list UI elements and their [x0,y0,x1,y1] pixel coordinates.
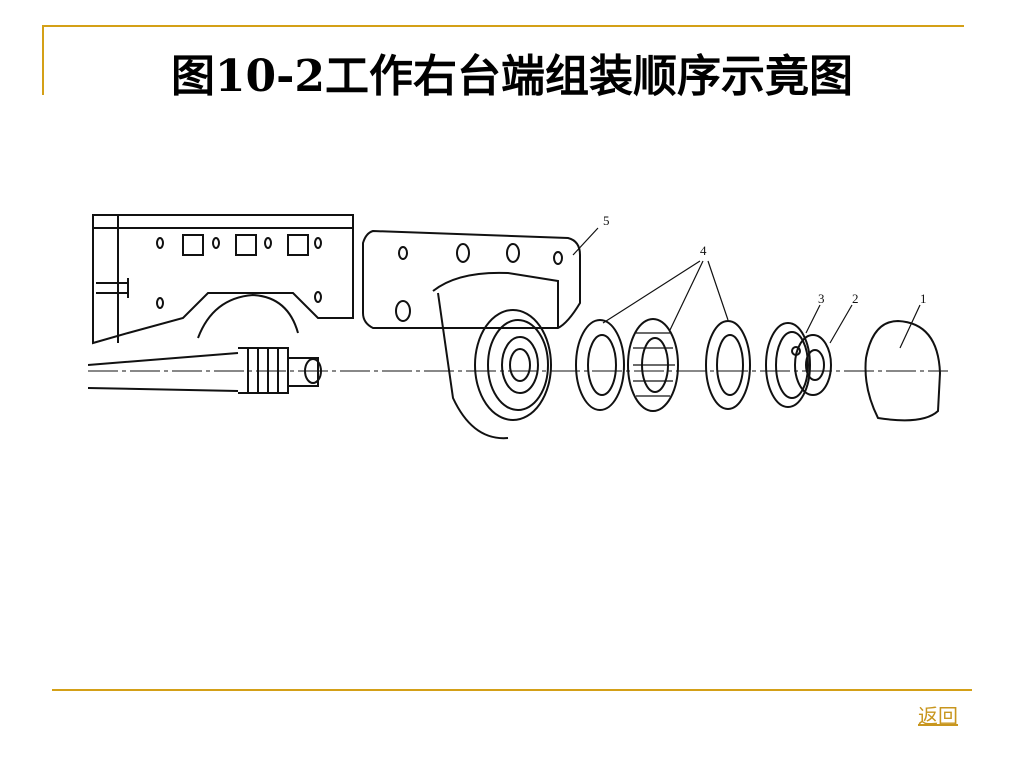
lead-screw [88,347,322,394]
nut-part-3 [765,322,811,408]
label-part-2: 2 [852,291,859,306]
label-part-4: 4 [700,243,707,258]
top-border-line [42,25,964,27]
label-part-5: 5 [603,213,610,228]
thrust-washer-right [705,320,751,410]
bracket-part-5 [362,229,581,440]
bearing-housing [474,309,552,421]
lock-nut-part-2 [791,334,832,396]
label-part-1: 1 [920,291,927,306]
table-frame [92,214,354,345]
thrust-washer-left [575,319,625,411]
left-border-line [42,25,44,95]
back-link[interactable]: 返回 [918,704,958,728]
assembly-diagram: 5 4 3 2 1 [88,213,948,440]
bottom-border-line [52,689,972,691]
slide-title: 图10-2工作右台端组装顺序示竟图 [170,51,854,102]
end-cap-part-1 [864,319,942,422]
roller-bearing [627,318,679,412]
label-part-3: 3 [818,291,825,306]
